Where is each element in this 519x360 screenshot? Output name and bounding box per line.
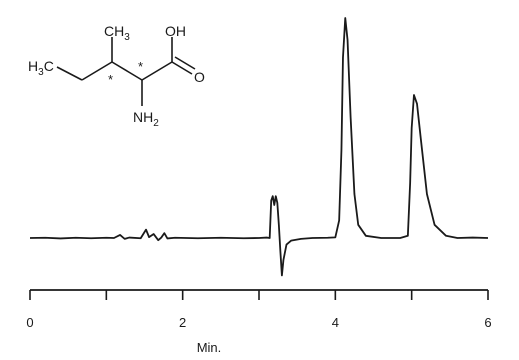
ch3-main: CH3 bbox=[104, 23, 130, 43]
x-ticks: 0 2 4 6 bbox=[26, 290, 492, 330]
bond-c3-c4 bbox=[141, 61, 173, 81]
bond-c4-o-1 bbox=[171, 61, 193, 75]
carbonyl-o-label: O bbox=[194, 69, 205, 85]
x-axis: 0 2 4 6 Min. bbox=[26, 289, 492, 355]
h3c-label: H3C bbox=[28, 58, 54, 78]
bond-h3c-c1 bbox=[56, 66, 83, 81]
chromatogram-trace bbox=[29, 17, 489, 277]
chemical-structure: CH3 OH H3C O NH2 * * bbox=[28, 23, 205, 129]
x-tick-label: 4 bbox=[332, 315, 339, 330]
chiral-star-right: * bbox=[138, 59, 143, 74]
bond-c2-c3 bbox=[111, 61, 143, 81]
x-tick-label: 0 bbox=[26, 315, 33, 330]
plot-area bbox=[29, 17, 489, 277]
bond-c1-c2 bbox=[81, 61, 113, 81]
chiral-star-left: * bbox=[108, 72, 113, 87]
x-axis-title: Min. bbox=[197, 340, 222, 355]
x-tick-label: 6 bbox=[484, 315, 491, 330]
oh-label: OH bbox=[165, 23, 186, 39]
x-tick-label: 2 bbox=[179, 315, 186, 330]
ch3-label: CH3 bbox=[104, 23, 130, 43]
bond-c4-o-2 bbox=[174, 56, 196, 70]
nh2-label: NH2 bbox=[133, 109, 159, 129]
